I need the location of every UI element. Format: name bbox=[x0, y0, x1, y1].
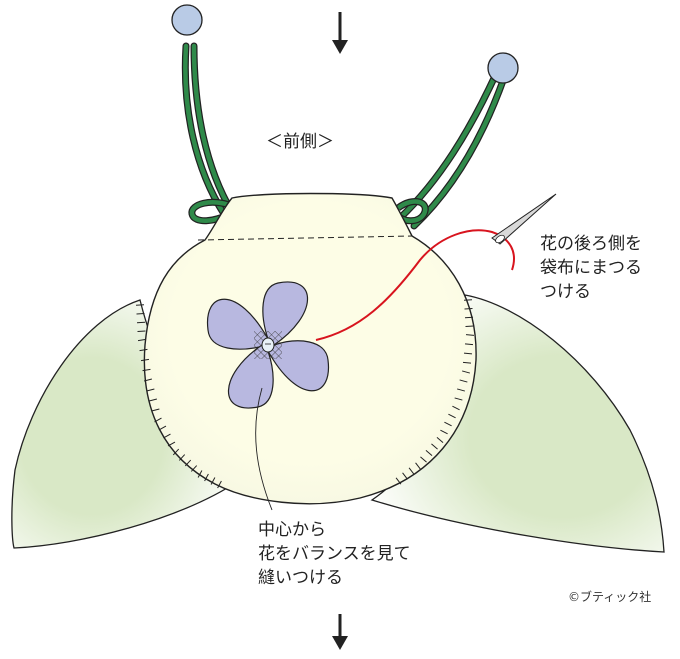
center-label-line-3: 縫いつける bbox=[258, 568, 343, 588]
arrow-down-top bbox=[332, 12, 348, 54]
flower-back-line-2: 袋布にまつる bbox=[540, 258, 642, 278]
copyright-credit: ©ブティック社 bbox=[568, 588, 651, 605]
flower-back-line-1: 花の後ろ側を bbox=[540, 234, 642, 254]
left-knob bbox=[172, 5, 202, 35]
front-label: ＜前側＞ bbox=[266, 132, 334, 152]
flower-bead bbox=[262, 338, 274, 352]
left-cord bbox=[185, 46, 232, 221]
right-knob bbox=[488, 53, 518, 83]
center-label-line-1: 中心から bbox=[258, 520, 326, 540]
flower-back-line-3: つける bbox=[540, 282, 591, 302]
center-label-line-2: 花をバランスを見て bbox=[258, 544, 411, 564]
right-cord bbox=[396, 74, 504, 226]
arrow-down-bottom bbox=[332, 614, 348, 650]
